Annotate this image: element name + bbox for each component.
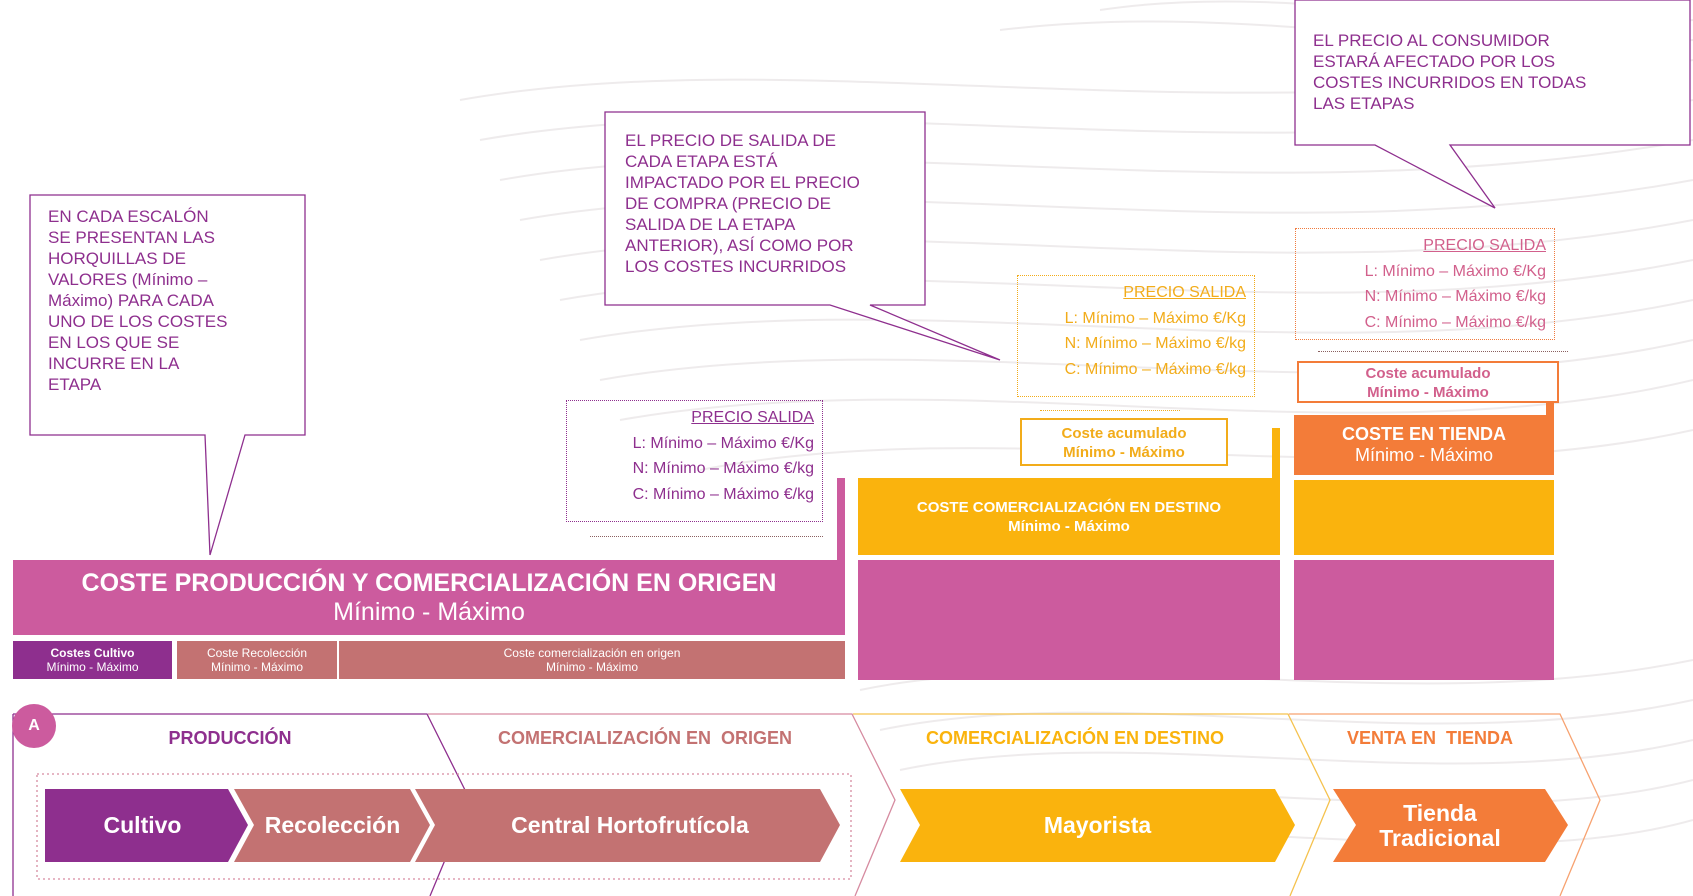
chevron-recoleccion-shape [234, 789, 430, 862]
bar-tienda-range: Mínimo - Máximo [1354, 445, 1493, 465]
badge-a-circle [12, 704, 56, 748]
sub-cost-range: Mínimo - Máximo [545, 660, 638, 674]
callout-right-text: EL PRECIO AL CONSUMIDOR ESTARÁ AFECTADO … [1313, 30, 1693, 114]
divider [1040, 410, 1180, 411]
price-line-l: L: Mínimo – Máximo €/Kg [1064, 309, 1246, 327]
stage-label-tienda: VENTA EN TIENDA [1346, 728, 1513, 748]
sub-cost-comercializacion-origen: Coste comercialización en origen Mínimo … [339, 641, 845, 679]
stage-outline-destino [853, 713, 1331, 896]
sub-cost-label: Coste Recolección [206, 646, 308, 660]
callout-line: SE PRESENTAN LAS [48, 228, 215, 247]
chevron-mayorista: Mayorista [1043, 812, 1152, 838]
price-box-heading: PRECIO SALIDA [1123, 284, 1246, 301]
bar-origin-title: COSTE PRODUCCIÓN Y COMERCIALIZACIÓN EN O… [81, 568, 777, 597]
bar-tienda-mid [1294, 480, 1554, 555]
price-box-heading: PRECIO SALIDA [691, 409, 814, 426]
bar-tienda-base [1294, 560, 1554, 680]
bar-tienda: COSTE EN TIENDA Mínimo - Máximo [1294, 415, 1554, 475]
bar-origin: COSTE PRODUCCIÓN Y COMERCIALIZACIÓN EN O… [13, 560, 845, 635]
price-line-c: C: Mínimo – Máximo €/kg [1064, 360, 1246, 378]
divider [590, 536, 823, 537]
price-line-n: N: Mínimo – Máximo €/kg [632, 460, 814, 477]
bar-destino-base [858, 560, 1280, 680]
chevron-tienda-shape [1333, 789, 1568, 862]
divider [1318, 351, 1568, 352]
callout-line: EL PRECIO AL CONSUMIDOR [1313, 31, 1550, 50]
price-line-l: L: Mínimo – Máximo €/Kg [632, 434, 814, 452]
sub-cost-range: Mínimo - Máximo [46, 660, 139, 674]
callout-line: LOS COSTES INCURRIDOS [625, 257, 847, 276]
price-box-tienda: PRECIO SALIDA L: Mínimo – Máximo €/Kg N:… [1295, 228, 1555, 340]
price-line-n: N: Mínimo – Máximo €/kg [1064, 335, 1246, 352]
callout-line: LAS ETAPAS [1313, 94, 1415, 113]
callout-line: CADA ETAPA ESTÁ [625, 152, 778, 171]
callout-line: VALORES (Mínimo – [48, 270, 208, 289]
callout-left-text: EN CADA ESCALÓN SE PRESENTAN LAS HORQUIL… [48, 206, 298, 395]
sub-cost-cultivo: Costes Cultivo Mínimo - Máximo [13, 641, 172, 679]
accumulated-cost-tienda: Coste acumulado Mínimo - Máximo [1297, 361, 1559, 403]
chevron-recoleccion: Recolección [264, 812, 401, 838]
price-box-destino: PRECIO SALIDA L: Mínimo – Máximo €/Kg N:… [1017, 275, 1255, 397]
callout-line: ETAPA [48, 375, 102, 394]
callout-line: UNO DE LOS COSTES [48, 312, 228, 331]
chevron-cultivo-shape [45, 789, 248, 862]
price-line-n: N: Mínimo – Máximo €/kg [1364, 288, 1546, 305]
chevron-central: Central Hortofrutícola [511, 812, 749, 838]
callout-line: EN CADA ESCALÓN [48, 207, 209, 226]
stage-label-origen: COMERCIALIZACIÓN EN ORIGEN [497, 728, 792, 748]
accumulated-label: Coste acumulado [1061, 425, 1187, 442]
stage-label-destino: COMERCIALIZACIÓN EN DESTINO [925, 728, 1224, 748]
price-box-origin: PRECIO SALIDA L: Mínimo – Máximo €/Kg N:… [566, 400, 823, 522]
bar-destino: COSTE COMERCIALIZACIÓN EN DESTINO Mínimo… [858, 478, 1280, 555]
callout-line: EN LOS QUE SE [48, 333, 180, 352]
bar-origin-riser [837, 478, 845, 560]
callout-line: ESTARÁ AFECTADO POR LOS [1313, 52, 1556, 71]
price-box-heading: PRECIO SALIDA [1423, 237, 1546, 254]
callout-line: COSTES INCURRIDOS EN TODAS [1313, 73, 1587, 92]
price-line-c: C: Mínimo – Máximo €/kg [1364, 313, 1546, 331]
sub-cost-label: Coste comercialización en origen [503, 646, 681, 660]
callout-line: EL PRECIO DE SALIDA DE [625, 131, 836, 150]
chevron-tienda: Tienda Tradicional [1379, 799, 1501, 851]
chevron-central-shape [415, 789, 840, 862]
sub-cost-label: Costes Cultivo [50, 646, 135, 660]
stage-label-produccion: PRODUCCIÓN [168, 728, 292, 748]
callout-line: IMPACTADO POR EL PRECIO [625, 173, 860, 192]
sub-cost-recoleccion: Coste Recolección Mínimo - Máximo [177, 641, 337, 679]
bar-destino-riser [1272, 428, 1280, 478]
badge-a: A [28, 717, 40, 734]
callout-middle-shape [604, 111, 1001, 361]
callout-line: DE COMPRA (PRECIO DE [625, 194, 831, 213]
stage-outline-origen [428, 713, 896, 896]
callout-line: INCURRE EN LA [48, 354, 180, 373]
callout-line: ANTERIOR), ASÍ COMO POR [625, 236, 854, 255]
price-line-c: C: Mínimo – Máximo €/kg [632, 485, 814, 503]
bar-destino-range: Mínimo - Máximo [1008, 517, 1130, 535]
chevron-mayorista-shape [900, 789, 1295, 862]
stage-outline-tienda [1289, 713, 1601, 896]
accumulated-range: Mínimo - Máximo [1367, 384, 1489, 401]
bar-origin-range: Mínimo - Máximo [333, 597, 525, 626]
bar-destino-title: COSTE COMERCIALIZACIÓN EN DESTINO [916, 498, 1222, 516]
sub-cost-range: Mínimo - Máximo [210, 660, 303, 674]
callout-line: Máximo) PARA CADA [48, 291, 214, 310]
accumulated-label: Coste acumulado [1365, 365, 1491, 382]
callout-line: SALIDA DE LA ETAPA [625, 215, 796, 234]
accumulated-range: Mínimo - Máximo [1063, 444, 1185, 461]
bar-tienda-title: COSTE EN TIENDA [1341, 424, 1506, 444]
callout-left-shape [29, 194, 306, 556]
callout-right-shape [1294, 0, 1691, 209]
price-line-l: L: Mínimo – Máximo €/Kg [1364, 262, 1546, 280]
callout-line: HORQUILLAS DE [48, 249, 186, 268]
accumulated-cost-destino: Coste acumulado Mínimo - Máximo [1020, 418, 1228, 466]
chevron-cultivo: Cultivo [103, 812, 182, 838]
callout-middle-text: EL PRECIO DE SALIDA DE CADA ETAPA ESTÁ I… [625, 130, 925, 277]
chevron-row-frame [36, 773, 852, 880]
